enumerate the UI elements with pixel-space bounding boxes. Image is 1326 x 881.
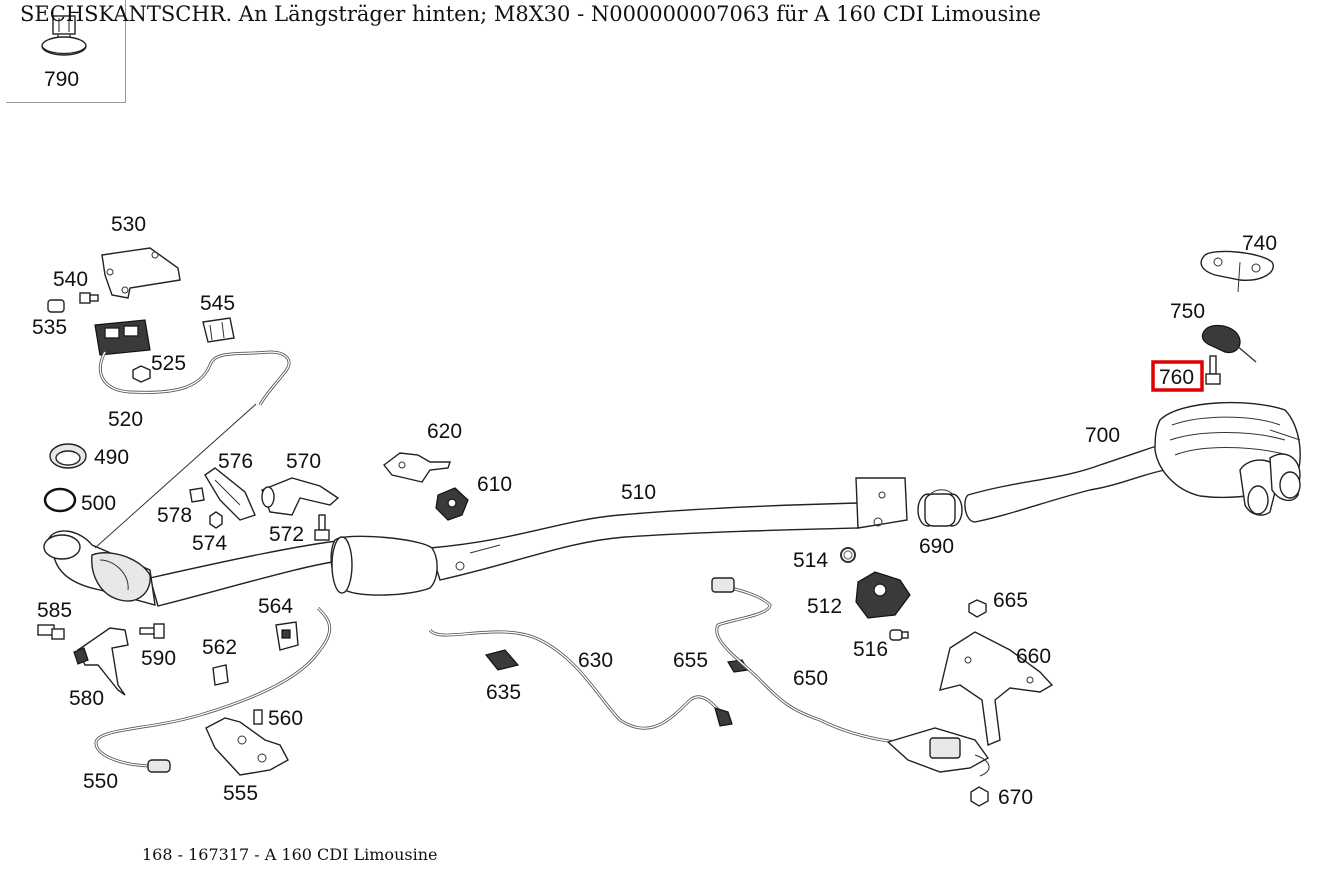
callout-635[interactable]: 635 bbox=[486, 681, 521, 704]
callout-525[interactable]: 525 bbox=[151, 352, 186, 375]
callout-620[interactable]: 620 bbox=[427, 420, 462, 443]
bolt-516 bbox=[889, 629, 909, 641]
footer-caption: 168 - 167317 - A 160 CDI Limousine bbox=[142, 845, 438, 864]
nut-574 bbox=[209, 511, 223, 529]
callout-580[interactable]: 580 bbox=[69, 687, 104, 710]
front-pipe bbox=[43, 530, 156, 606]
part-thumbnail[interactable]: 790 bbox=[6, 0, 126, 103]
hex-screw-icon bbox=[41, 15, 87, 56]
clip-545 bbox=[202, 317, 235, 343]
callout-535[interactable]: 535 bbox=[32, 316, 67, 339]
callout-574[interactable]: 574 bbox=[192, 532, 227, 555]
bolt-585 bbox=[37, 624, 65, 640]
bracket-530 bbox=[101, 247, 181, 299]
bolt-540 bbox=[79, 292, 99, 304]
callout-490[interactable]: 490 bbox=[94, 446, 129, 469]
bracket-570 bbox=[261, 477, 340, 516]
callout-520[interactable]: 520 bbox=[108, 408, 143, 431]
callout-545[interactable]: 545 bbox=[200, 292, 235, 315]
selected-part-highlight bbox=[1151, 360, 1204, 392]
callout-630[interactable]: 630 bbox=[578, 649, 613, 672]
clip-578 bbox=[189, 487, 205, 503]
bracket-660 bbox=[939, 631, 1054, 746]
callout-660[interactable]: 660 bbox=[1016, 645, 1051, 668]
callout-655[interactable]: 655 bbox=[673, 649, 708, 672]
callout-512[interactable]: 512 bbox=[807, 595, 842, 618]
callout-510[interactable]: 510 bbox=[621, 481, 656, 504]
callout-500[interactable]: 500 bbox=[81, 492, 116, 515]
nut-670 bbox=[970, 786, 989, 807]
rubber-hanger-740 bbox=[1200, 250, 1274, 293]
callout-564[interactable]: 564 bbox=[258, 595, 293, 618]
callout-555[interactable]: 555 bbox=[223, 782, 258, 805]
bracket-555 bbox=[205, 717, 289, 776]
exhaust-pipe-510 bbox=[149, 502, 859, 607]
bolt-535 bbox=[47, 299, 65, 313]
bracket-580 bbox=[73, 627, 129, 696]
thumbnail-part-number: 790 bbox=[44, 68, 80, 91]
clamp-514 bbox=[840, 547, 856, 563]
callout-540[interactable]: 540 bbox=[53, 268, 88, 291]
seal-ring-490 bbox=[49, 443, 87, 469]
sensor-bracket-670 bbox=[886, 727, 990, 777]
rubber-hanger-750 bbox=[1201, 324, 1257, 363]
clip-635 bbox=[484, 649, 520, 671]
valve-512 bbox=[855, 571, 911, 619]
bolt-560 bbox=[253, 709, 263, 725]
nut-665 bbox=[968, 599, 987, 618]
callout-590[interactable]: 590 bbox=[141, 647, 176, 670]
callout-700[interactable]: 700 bbox=[1085, 424, 1120, 447]
callout-530[interactable]: 530 bbox=[111, 213, 146, 236]
callout-514[interactable]: 514 bbox=[793, 549, 828, 572]
callout-670[interactable]: 670 bbox=[998, 786, 1033, 809]
callout-562[interactable]: 562 bbox=[202, 636, 237, 659]
callout-560[interactable]: 560 bbox=[268, 707, 303, 730]
callout-750[interactable]: 750 bbox=[1170, 300, 1205, 323]
callout-585[interactable]: 585 bbox=[37, 599, 72, 622]
catalytic-converter bbox=[330, 535, 465, 596]
callout-740[interactable]: 740 bbox=[1242, 232, 1277, 255]
pipe-clamp-690 bbox=[917, 489, 963, 527]
heat-shield-576 bbox=[204, 467, 256, 521]
control-module-525 bbox=[94, 319, 151, 356]
callout-572[interactable]: 572 bbox=[269, 523, 304, 546]
clip-562 bbox=[212, 664, 229, 686]
callout-578[interactable]: 578 bbox=[157, 504, 192, 527]
callout-576[interactable]: 576 bbox=[218, 450, 253, 473]
callout-516[interactable]: 516 bbox=[853, 638, 888, 661]
callout-690[interactable]: 690 bbox=[919, 535, 954, 558]
hex-bolt-760 bbox=[1205, 355, 1221, 385]
callout-550[interactable]: 550 bbox=[83, 770, 118, 793]
sensor-wire-550 bbox=[94, 606, 332, 773]
bracket-620 bbox=[383, 452, 451, 483]
callout-610[interactable]: 610 bbox=[477, 473, 512, 496]
callout-570[interactable]: 570 bbox=[286, 450, 321, 473]
bolt-590 bbox=[139, 623, 165, 639]
gasket-500 bbox=[43, 487, 77, 513]
sensor-wire-520 bbox=[94, 350, 291, 549]
callout-665[interactable]: 665 bbox=[993, 589, 1028, 612]
bolt-572 bbox=[314, 514, 330, 541]
rear-muffler-700 bbox=[964, 401, 1301, 523]
nut-525 bbox=[132, 365, 151, 383]
holder-610 bbox=[435, 487, 469, 521]
clip-564 bbox=[275, 621, 299, 651]
callout-650[interactable]: 650 bbox=[793, 667, 828, 690]
sensor-wire-650 bbox=[711, 577, 896, 744]
pipe-flange bbox=[855, 477, 908, 529]
page-title: SECHSKANTSCHR. An Längsträger hinten; M8… bbox=[20, 2, 1041, 26]
callout-760[interactable]: 760 bbox=[1159, 366, 1194, 389]
sensor-wire-630 bbox=[428, 628, 733, 730]
